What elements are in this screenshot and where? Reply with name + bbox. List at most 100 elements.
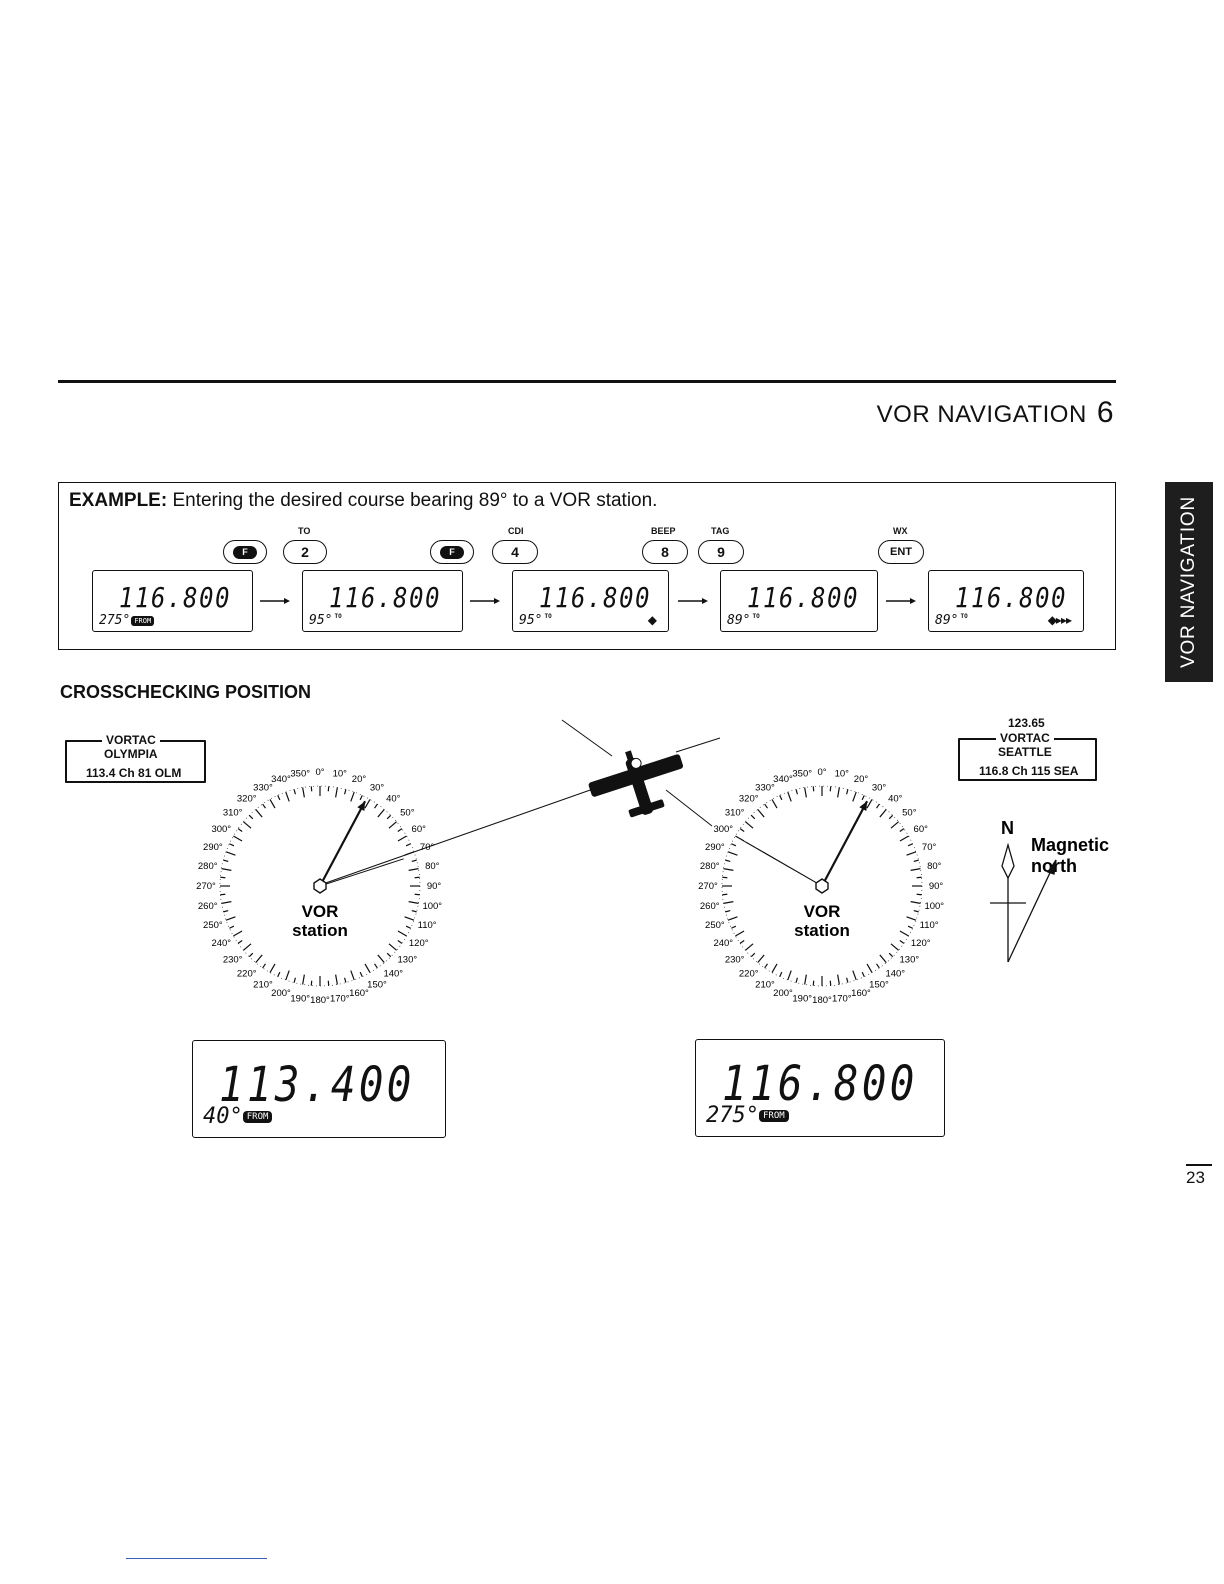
example-box — [58, 482, 1116, 650]
left-station-label: station — [292, 921, 348, 940]
compass-tick — [277, 795, 281, 801]
compass-tick — [875, 803, 880, 809]
lcd-course: 95°TO — [519, 613, 552, 628]
compass-tick — [293, 977, 296, 983]
compass-tick — [771, 963, 778, 973]
compass-tick — [723, 901, 734, 904]
compass-ring — [721, 785, 923, 987]
compass-tick — [411, 910, 417, 913]
compass-tick — [899, 939, 905, 944]
compass-tick — [335, 974, 338, 985]
compass-tick — [888, 952, 894, 958]
key-8-button[interactable]: 8 — [642, 540, 688, 564]
compass-tick — [262, 803, 267, 809]
compass-label: 300° — [713, 824, 733, 835]
right-station-label: station — [794, 921, 850, 940]
compass-label: 150° — [367, 980, 387, 991]
compass-tick — [302, 787, 305, 798]
magnetic-label-1: Magnetic — [1031, 835, 1109, 855]
compass-label: 200° — [773, 988, 793, 999]
compass-tick — [731, 843, 737, 847]
function-key-1[interactable]: F — [223, 540, 267, 564]
compass-tick — [745, 943, 754, 951]
compass-label: 320° — [739, 794, 759, 805]
compass-tick — [223, 859, 229, 862]
compass-tick — [907, 843, 913, 847]
lcd-display-2: 116.800 95°TO — [302, 570, 463, 632]
function-key-label: F — [440, 545, 464, 559]
compass-label: 300° — [211, 824, 231, 835]
compass-tick — [248, 814, 254, 820]
airplane-icon — [588, 750, 684, 818]
compass-tick — [750, 814, 756, 820]
chapter-number: 6 — [1096, 396, 1114, 429]
compass-tick — [899, 828, 905, 833]
compass-tick — [739, 939, 745, 944]
compass-label: 70° — [922, 842, 937, 853]
needle-arrowhead — [357, 801, 366, 812]
compass-tick — [223, 910, 229, 913]
compass-label: 20° — [352, 774, 367, 785]
bearing-line — [319, 858, 404, 887]
crosscheck-title: CROSSCHECKING POSITION — [60, 682, 312, 702]
compass-label: 30° — [872, 782, 887, 793]
right-vortac-type: VORTAC — [996, 731, 1054, 745]
left-radial-line — [319, 787, 597, 886]
example-caption: EXAMPLE: Entering the desired course bea… — [69, 490, 657, 512]
sight-line — [675, 737, 721, 753]
compass-label: 120° — [911, 938, 931, 949]
compass-label: 280° — [700, 861, 720, 872]
north-letter: N — [1001, 818, 1014, 838]
key-2-button[interactable]: 2 — [283, 540, 327, 564]
function-key-2[interactable]: F — [430, 540, 474, 564]
lcd-frequency: 116.800 — [955, 581, 1068, 614]
compass-label: 340° — [773, 774, 793, 785]
compass-label: 310° — [223, 808, 243, 819]
lcd-course: 95°TO — [309, 613, 342, 628]
course-needle — [319, 800, 367, 887]
key-9-button[interactable]: 9 — [698, 540, 744, 564]
compass-tick — [890, 821, 899, 829]
key-4-button[interactable]: 4 — [492, 540, 538, 564]
compass-label: 330° — [755, 782, 775, 793]
example-label: EXAMPLE: — [69, 490, 168, 511]
compass-tick — [735, 835, 745, 842]
compass-tick — [269, 799, 276, 809]
compass-tick — [757, 809, 765, 818]
compass-tick — [846, 977, 849, 983]
compass-tick — [906, 851, 917, 856]
compass-tick — [910, 901, 921, 904]
cdi-diamond-icon: ◆ — [647, 613, 657, 627]
arrow-icon — [886, 598, 916, 604]
compass-label: 160° — [851, 988, 871, 999]
compass-tick — [852, 970, 857, 981]
compass-tick — [861, 795, 865, 801]
lcd-frequency: 116.800 — [329, 581, 442, 614]
lcd-frequency: 116.800 — [747, 581, 860, 614]
left-vortac-name: OLYMPIA — [102, 747, 160, 761]
right-compass-rose: 0°10°20°30°40°50°60°70°80°90°100°110°120… — [698, 767, 944, 1006]
compass-label: 110° — [418, 920, 437, 931]
compass-tick — [293, 789, 296, 795]
compass-tick — [866, 799, 873, 809]
compass-tick — [890, 943, 899, 951]
compass-tick — [804, 787, 807, 798]
compass-label: 350° — [792, 769, 812, 780]
compass-tick — [913, 910, 919, 913]
compass-label: 190° — [792, 993, 812, 1004]
compass-tick — [404, 851, 415, 856]
compass-tick — [359, 971, 363, 977]
compass-label: 320° — [237, 794, 257, 805]
compass-label: 210° — [755, 980, 775, 991]
left-big-lcd: 113.400 40°FROM — [192, 1040, 446, 1138]
compass-tick — [861, 971, 865, 977]
compass-tick — [764, 803, 769, 809]
compass-tick — [795, 977, 798, 983]
ent-key-button[interactable]: ENT — [878, 540, 924, 564]
compass-label: 260° — [198, 901, 218, 912]
compass-tick — [837, 787, 840, 798]
compass-tick — [373, 963, 378, 969]
section-side-tab[interactable]: VOR NAVIGATION — [1165, 482, 1213, 682]
compass-tick — [388, 821, 397, 829]
compass-tick — [408, 868, 419, 871]
